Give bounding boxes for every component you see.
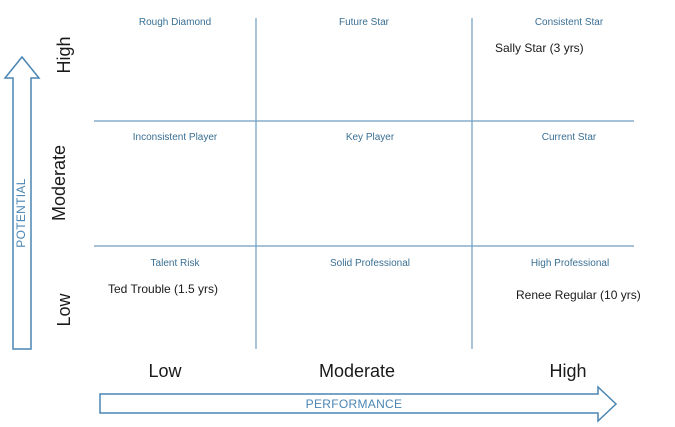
employee-renee-regular: Renee Regular (10 yrs) xyxy=(516,288,641,302)
x-level-moderate: Moderate xyxy=(318,361,396,381)
cell-title-inconsistent-player: Inconsistent Player xyxy=(132,132,218,143)
cell-title-talent-risk: Talent Risk xyxy=(150,258,200,269)
cell-title-current-star: Current Star xyxy=(541,132,597,143)
cell-title-solid-professional: Solid Professional xyxy=(329,258,411,269)
cell-title-future-star: Future Star xyxy=(338,17,390,28)
cell-title-rough-diamond: Rough Diamond xyxy=(138,17,212,28)
cell-title-high-professional: High Professional xyxy=(530,258,610,269)
performance-axis-arrow xyxy=(99,385,618,423)
cell-title-consistent-star: Consistent Star xyxy=(534,17,604,28)
y-level-low: Low xyxy=(54,293,74,327)
potential-axis-arrow xyxy=(3,55,41,350)
y-level-high: High xyxy=(54,36,74,74)
x-level-high: High xyxy=(549,361,587,381)
potential-axis-label: POTENTIAL xyxy=(14,178,28,248)
employee-ted-trouble: Ted Trouble (1.5 yrs) xyxy=(108,282,219,296)
performance-axis-label: PERFORMANCE xyxy=(305,397,403,411)
cell-title-key-player: Key Player xyxy=(345,132,395,143)
employee-sally-star: Sally Star (3 yrs) xyxy=(495,41,584,55)
x-level-low: Low xyxy=(148,361,182,381)
y-level-moderate: Moderate xyxy=(49,144,69,222)
